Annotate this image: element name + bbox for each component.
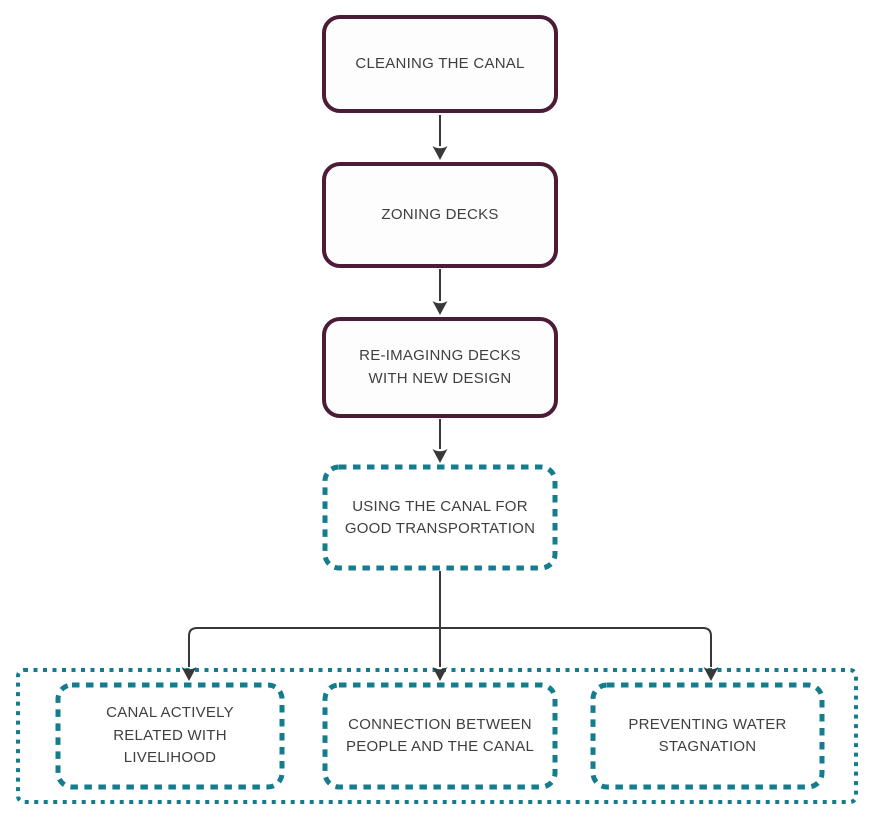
edge-branch-horizontal xyxy=(188,627,712,667)
node-zoning-decks: ZONING DECKS xyxy=(322,162,558,268)
arrowhead-livelihood xyxy=(181,667,197,681)
arrowhead-zoning xyxy=(432,146,448,160)
node-using-canal-transportation: USING THE CANAL FOR GOOD TRANSPORTATION xyxy=(322,465,558,571)
node-cleaning-the-canal-label: CLEANING THE CANAL xyxy=(355,54,525,72)
node-canal-livelihood-label: CANAL ACTIVELY RELATED WITH LIVELIHOOD xyxy=(106,704,234,767)
node-reimaginng-decks-label: RE-IMAGINNG DECKS WITH NEW DESIGN xyxy=(359,347,521,387)
node-reimaginng-decks: RE-IMAGINNG DECKS WITH NEW DESIGN xyxy=(322,317,558,418)
arrowhead-reimaginng xyxy=(432,301,448,315)
node-preventing-stagnation-label: PREVENTING WATER STAGNATION xyxy=(628,715,787,756)
arrowhead-stagnation xyxy=(703,667,719,681)
arrowhead-connection xyxy=(432,667,448,681)
node-connection-people-canal-label: CONNECTION BETWEEN PEOPLE AND THE CANAL xyxy=(345,715,535,756)
node-connection-people-canal: CONNECTION BETWEEN PEOPLE AND THE CANAL xyxy=(322,683,558,789)
node-using-canal-transportation-label: USING THE CANAL FOR GOOD TRANSPORTATION xyxy=(344,497,536,538)
node-preventing-stagnation: PREVENTING WATER STAGNATION xyxy=(590,683,825,789)
node-cleaning-the-canal: CLEANING THE CANAL xyxy=(322,15,558,113)
node-canal-livelihood: CANAL ACTIVELY RELATED WITH LIVELIHOOD xyxy=(55,683,285,789)
node-zoning-decks-label: ZONING DECKS xyxy=(381,205,499,223)
arrowhead-transportation xyxy=(432,449,448,463)
